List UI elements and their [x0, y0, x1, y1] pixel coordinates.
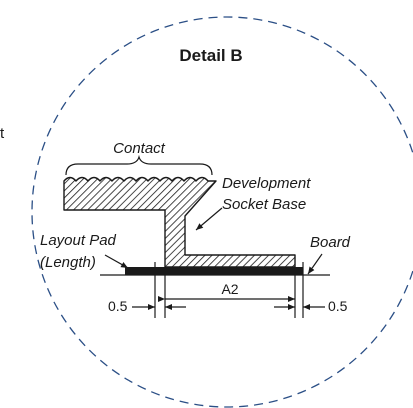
contact-label: Contact [113, 140, 166, 157]
board-label: Board [310, 234, 351, 251]
dimension-a2-label: A2 [221, 281, 238, 297]
dimension-right-offset-label: 0.5 [328, 298, 348, 314]
socket-base-leader [195, 207, 223, 231]
layout-pad-label-line2: (Length) [40, 254, 96, 271]
detail-title: Detail B [179, 46, 242, 65]
contact-bracket [65, 154, 213, 176]
board-leader [307, 253, 323, 275]
socket-base-body [63, 176, 296, 268]
layout-pad-leader [104, 254, 129, 269]
layout-pad-label-line1: Layout Pad [40, 232, 117, 249]
detail-circle-outline [31, 16, 413, 408]
layout-pad [125, 267, 303, 275]
socket-base-label-line1: Development [222, 175, 311, 192]
stray-mark: t [0, 125, 5, 142]
socket-base-label-line2: Socket Base [222, 196, 306, 213]
dimension-left-offset-label: 0.5 [108, 298, 128, 314]
